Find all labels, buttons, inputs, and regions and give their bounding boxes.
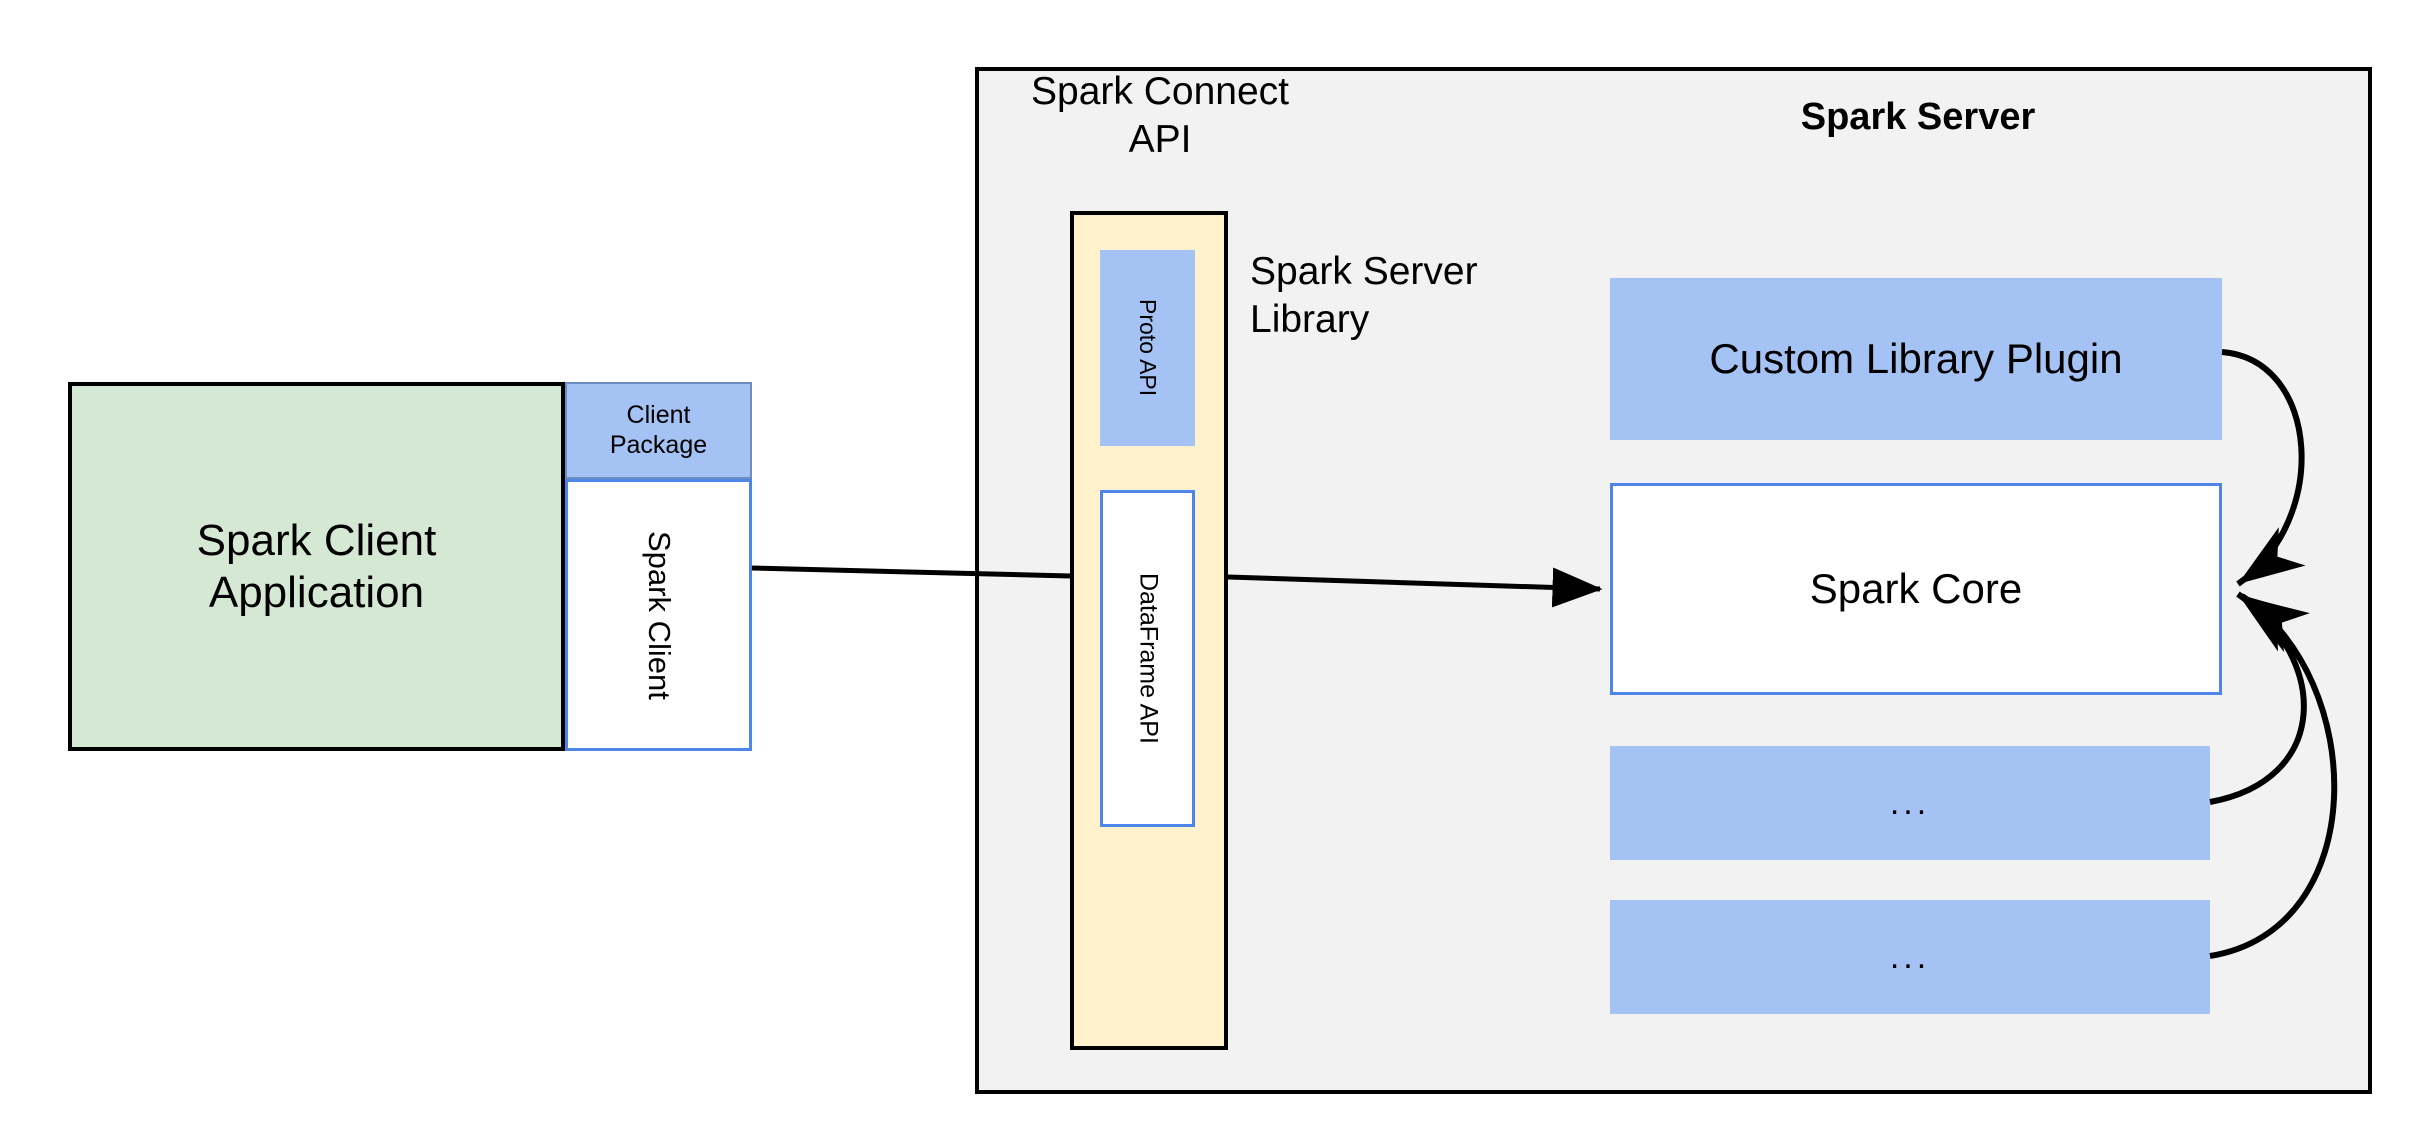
- server-component-placeholder-1-label: ...: [1889, 783, 1931, 822]
- proto-api-label: Proto API: [1135, 299, 1162, 397]
- custom-library-plugin-label: Custom Library Plugin: [1709, 335, 2123, 383]
- spark-client-label: Spark Client: [641, 530, 677, 700]
- proto-api-box: Proto API: [1100, 250, 1195, 446]
- spark-core-box: Spark Core: [1610, 483, 2222, 695]
- spark-client-box: Spark Client: [565, 479, 752, 751]
- spark-core-label: Spark Core: [1809, 565, 2023, 613]
- custom-library-plugin-box: Custom Library Plugin: [1610, 278, 2222, 440]
- dataframe-api-label: DataFrame API: [1134, 573, 1163, 744]
- dataframe-api-box: DataFrame API: [1100, 490, 1195, 827]
- server-component-placeholder-1: ...: [1610, 746, 2210, 860]
- server-component-placeholder-2-label: ...: [1889, 937, 1931, 976]
- spark-server-title: Spark Server: [1800, 96, 2036, 138]
- server-component-placeholder-2: ...: [1610, 900, 2210, 1014]
